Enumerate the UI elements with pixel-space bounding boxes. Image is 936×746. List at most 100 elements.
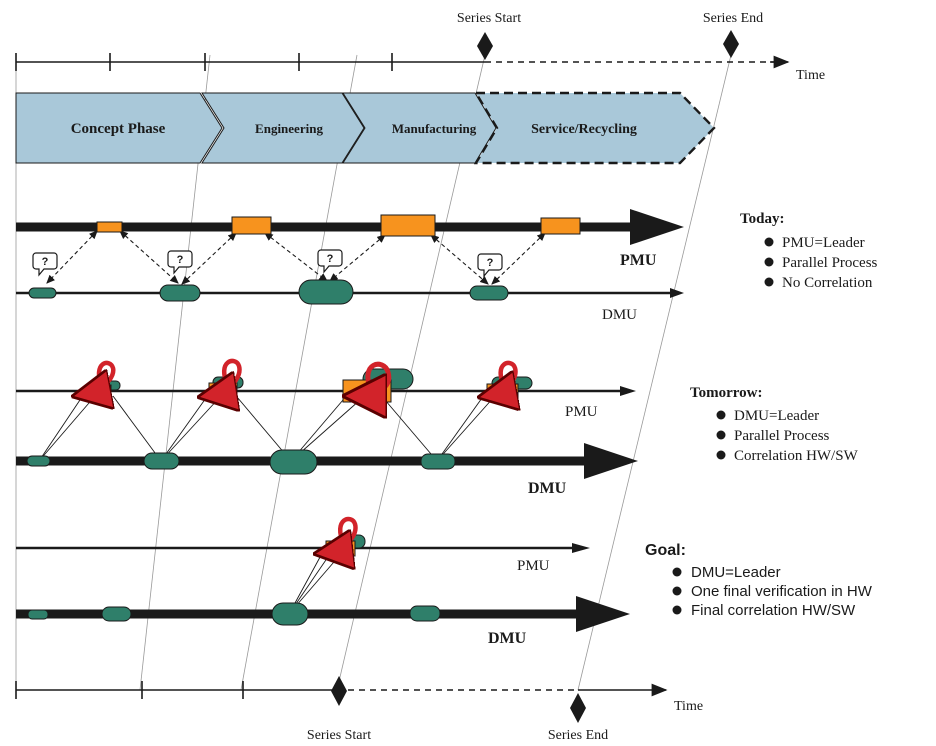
verification-loop [206, 358, 244, 398]
today-bullet: PMU=Leader [782, 235, 865, 251]
goal-dmu-label: DMU [488, 630, 527, 647]
tomorrow-bullet: DMU=Leader [734, 408, 819, 424]
goal-dmu-pills [27, 602, 441, 626]
loop-arrow-icon [352, 361, 392, 396]
bullet-icon [716, 410, 726, 420]
goal-section: PMU DMU Goal: DMU=Leader One final verif… [16, 516, 873, 647]
phase-label: Manufacturing [392, 121, 477, 136]
goal-dmu-arrowhead [576, 596, 630, 632]
svg-text:?: ? [177, 254, 184, 266]
loop-arrow-icon [322, 516, 358, 553]
pmu-box [96, 221, 123, 233]
bottom-time-axis: Time Series Start Series End [15, 676, 703, 743]
tomorrow-pmu-arrowhead [620, 386, 636, 396]
svg-text:?: ? [487, 257, 494, 269]
tomorrow-connectors [38, 390, 495, 462]
svg-text:?: ? [327, 253, 334, 265]
goal-bullet: DMU=Leader [691, 564, 781, 581]
verification-loop [486, 360, 533, 398]
pmu-box [380, 214, 436, 237]
svg-text:?: ? [42, 256, 49, 268]
tomorrow-pmu-label: PMU [565, 404, 598, 420]
bullet-icon [764, 237, 774, 247]
question-bubble-icon: ? [477, 253, 503, 277]
bottom-time-label: Time [674, 699, 703, 714]
dmu-pill [420, 453, 456, 470]
tomorrow-legend: Tomorrow: DMU=Leader Parallel Process Co… [690, 385, 859, 464]
top-series-start-label: Series Start [457, 11, 521, 26]
top-series-end-label: Series End [703, 11, 763, 26]
today-title: Today: [740, 211, 784, 227]
bullet-icon [672, 605, 682, 615]
goal-legend: Goal: DMU=Leader One final verification … [645, 542, 873, 619]
question-bubble-icon: ? [167, 250, 193, 274]
dmu-pill [409, 605, 441, 622]
phase-chevrons: Concept Phase Engineering Manufacturing … [15, 91, 716, 165]
today-dmu-label: DMU [602, 307, 637, 323]
dmu-pill [269, 449, 318, 475]
bullet-icon [764, 277, 774, 287]
loop-arrow-icon [206, 358, 242, 396]
today-pmu-label: PMU [620, 252, 657, 269]
today-bullet: No Correlation [782, 275, 873, 291]
phase-label: Engineering [255, 121, 323, 136]
pmu-box [231, 216, 272, 235]
goal-pmu-label: PMU [517, 558, 550, 574]
dmu-pill [28, 287, 57, 299]
top-series-end-diamond [723, 30, 739, 58]
tomorrow-title: Tomorrow: [690, 385, 763, 401]
verification-loop [80, 360, 121, 397]
phase-engineering [201, 92, 365, 164]
goal-pmu-arrowhead [572, 543, 590, 553]
loop-arrow-icon [80, 360, 116, 395]
today-section: ? ? ? ? PMU DMU Today: PMU=Leader Parall… [16, 209, 878, 323]
tomorrow-dmu-label: DMU [528, 480, 567, 497]
question-bubble-icon: ? [317, 249, 343, 273]
pmu-box [540, 217, 581, 235]
tomorrow-dmu-arrowhead [584, 443, 638, 479]
loop-arrow-icon [486, 360, 516, 396]
guide-line-series-end [577, 54, 732, 691]
bottom-series-start-diamond [331, 676, 347, 706]
phase-service [473, 91, 716, 165]
bullet-icon [716, 430, 726, 440]
bottom-series-start-label: Series Start [307, 728, 371, 743]
dmu-pill [271, 602, 309, 626]
goal-bullet: Final correlation HW/SW [691, 602, 856, 619]
top-time-label: Time [796, 68, 825, 83]
dmu-pill [27, 609, 49, 620]
dmu-pill [298, 279, 354, 305]
tomorrow-dmu-pills [26, 449, 456, 475]
today-pmu-boxes [96, 214, 581, 237]
verification-loop [343, 361, 414, 402]
today-pmu-arrowhead [630, 209, 684, 245]
phase-label: Service/Recycling [531, 122, 637, 137]
bullet-icon [716, 450, 726, 460]
phase-concept [15, 92, 223, 164]
bullet-icon [764, 257, 774, 267]
today-dashed-links [46, 230, 546, 285]
dmu-pill [26, 455, 51, 467]
goal-title: Goal: [645, 542, 686, 559]
verification-loop [322, 516, 366, 556]
today-legend: Today: PMU=Leader Parallel Process No Co… [740, 211, 878, 291]
bullet-icon [672, 567, 682, 577]
top-series-start-diamond [477, 32, 493, 60]
phase-label: Concept Phase [71, 121, 166, 137]
tomorrow-bullet: Parallel Process [734, 428, 830, 444]
today-bullet: Parallel Process [782, 255, 878, 271]
goal-bullet: One final verification in HW [691, 583, 873, 600]
question-bubbles: ? ? ? ? [32, 249, 503, 277]
tomorrow-section: PMU DMU Tomorrow: DMU=Leader Parallel Pr… [16, 358, 859, 497]
question-bubble-icon: ? [32, 252, 58, 276]
bullet-icon [672, 586, 682, 596]
dmu-pill [101, 606, 132, 622]
tomorrow-bullet: Correlation HW/SW [734, 448, 859, 464]
tomorrow-verification-loops [80, 358, 533, 402]
today-dmu-arrowhead [670, 288, 684, 298]
dmu-pill [469, 285, 509, 301]
bottom-series-end-diamond [570, 693, 586, 723]
dmu-pill [143, 452, 180, 470]
top-time-axis: Series Start Series End Time [15, 11, 825, 83]
